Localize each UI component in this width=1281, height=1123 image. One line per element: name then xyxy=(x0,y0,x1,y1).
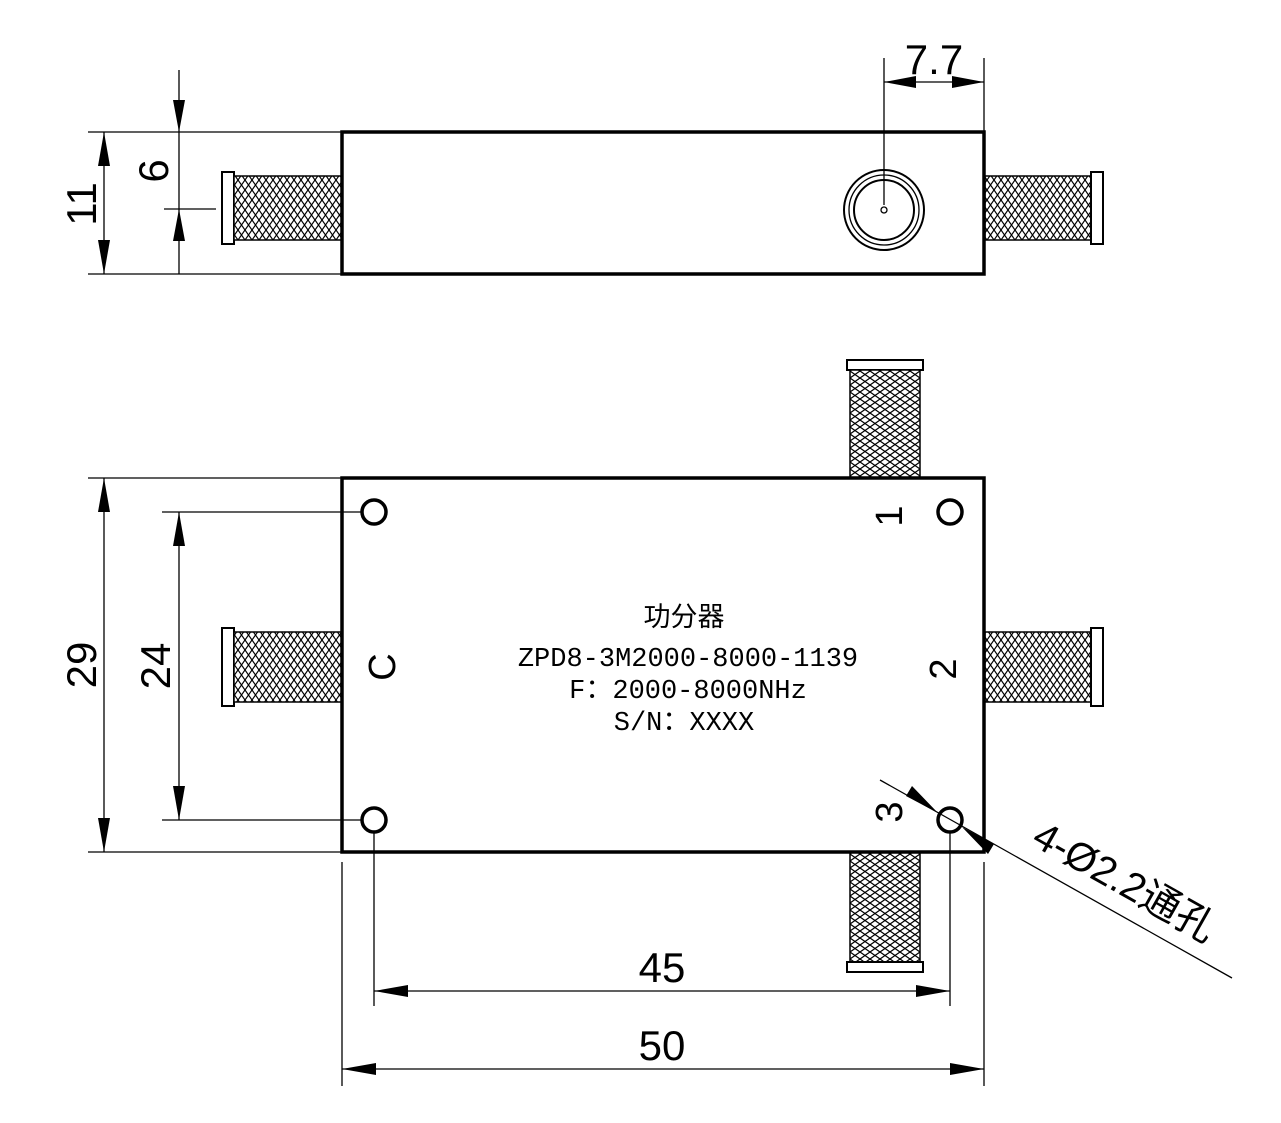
dim-hole-spacing-horizontal-text: 45 xyxy=(639,944,686,991)
product-label: 功分器 ZPD8-3M2000-8000-1139 F：2000-8000NHz… xyxy=(518,603,858,739)
label-frequency: F：2000-8000NHz xyxy=(569,677,807,707)
mounting-hole-top-right xyxy=(936,498,964,526)
side-left-connector xyxy=(221,171,343,245)
dim-width-total: 29 xyxy=(58,477,342,853)
mounting-hole-top-left xyxy=(360,498,388,526)
dim-height-total: 11 xyxy=(58,131,342,275)
dim-hole-callout-text: 4-Ø2.2通孔 xyxy=(1026,814,1224,952)
top-view: C 1 2 3 功分器 ZPD8-3M2000-8000-1139 F：2000… xyxy=(58,359,1233,1086)
dim-height-connector: 6 xyxy=(130,70,216,274)
common-connector xyxy=(221,627,343,707)
side-view: 7.7 11 6 xyxy=(58,36,1104,276)
top-body xyxy=(340,476,986,854)
dim-connector-offset-text: 7.7 xyxy=(905,36,963,83)
dim-hole-spacing-vertical: 24 xyxy=(132,511,362,821)
dim-height-total-text: 11 xyxy=(58,182,105,226)
dim-hole-callout: 4-Ø2.2通孔 xyxy=(879,779,1233,979)
side-right-connector xyxy=(984,171,1104,245)
side-body xyxy=(340,130,986,276)
dim-length-total-text: 50 xyxy=(639,1022,686,1069)
port2-connector xyxy=(984,627,1104,707)
port-label-3: 3 xyxy=(869,801,911,822)
dim-hole-spacing-horizontal: 45 xyxy=(373,832,951,1006)
dim-connector-offset: 7.7 xyxy=(883,36,985,205)
port-label-common: C xyxy=(362,653,404,680)
dim-height-connector-text: 6 xyxy=(130,159,177,182)
port-label-2: 2 xyxy=(923,658,965,679)
port3-connector xyxy=(846,851,924,973)
dim-hole-spacing-vertical-text: 24 xyxy=(132,643,179,690)
label-product-type: 功分器 xyxy=(644,603,725,635)
dim-width-total-text: 29 xyxy=(58,642,105,689)
mounting-hole-bottom-left xyxy=(360,806,388,834)
label-serial-number: S/N：XXXX xyxy=(614,709,754,739)
dim-length-total: 50 xyxy=(341,862,985,1086)
port1-connector xyxy=(846,359,924,479)
port-label-1: 1 xyxy=(869,505,911,526)
label-model-number: ZPD8-3M2000-8000-1139 xyxy=(518,645,858,675)
